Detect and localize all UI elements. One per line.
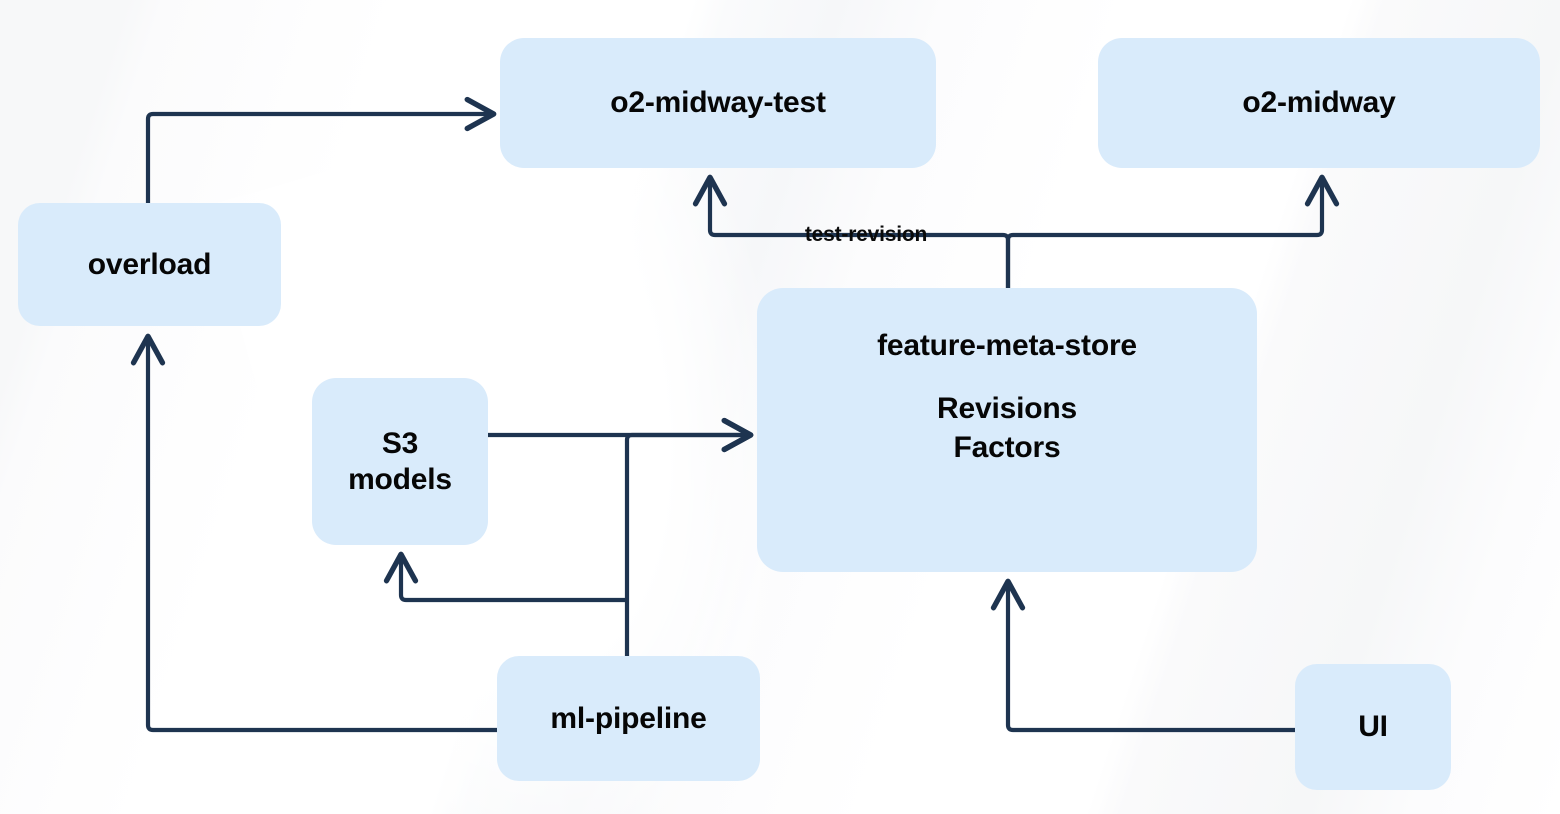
edge-ml-pipeline-to-overload — [130, 333, 497, 733]
node-s3-models[interactable]: S3 models — [312, 378, 488, 545]
node-s3-models-label: S3 models — [348, 427, 452, 496]
node-ui-label: UI — [1358, 710, 1388, 744]
edge-feature-meta-store-to-o2-midway — [1005, 174, 1340, 288]
node-feature-meta-store-contents: Revisions Factors — [937, 392, 1077, 465]
node-o2-midway[interactable]: o2-midway — [1098, 38, 1540, 168]
node-o2-midway-test-label: o2-midway-test — [610, 86, 826, 120]
node-o2-midway-test[interactable]: o2-midway-test — [500, 38, 936, 168]
node-overload-label: overload — [87, 247, 212, 281]
node-ui[interactable]: UI — [1295, 664, 1451, 790]
node-ml-pipeline-label: ml-pipeline — [550, 701, 707, 735]
edge-label-test-revision: test-revision — [804, 223, 928, 246]
node-overload[interactable]: overload — [18, 203, 281, 326]
node-feature-meta-store[interactable]: feature-meta-store Revisions Factors — [757, 288, 1257, 572]
edge-ui-to-feature-meta-store — [990, 578, 1295, 733]
node-feature-meta-store-label: feature-meta-store — [877, 329, 1137, 362]
node-o2-midway-label: o2-midway — [1242, 86, 1396, 120]
edge-overload-to-o2-midway-test — [145, 96, 497, 203]
node-ml-pipeline[interactable]: ml-pipeline — [497, 656, 760, 781]
edge-ml-pipeline-to-s3-models — [383, 551, 627, 603]
edge-ml-pipeline-to-feature-meta-store — [624, 417, 754, 656]
